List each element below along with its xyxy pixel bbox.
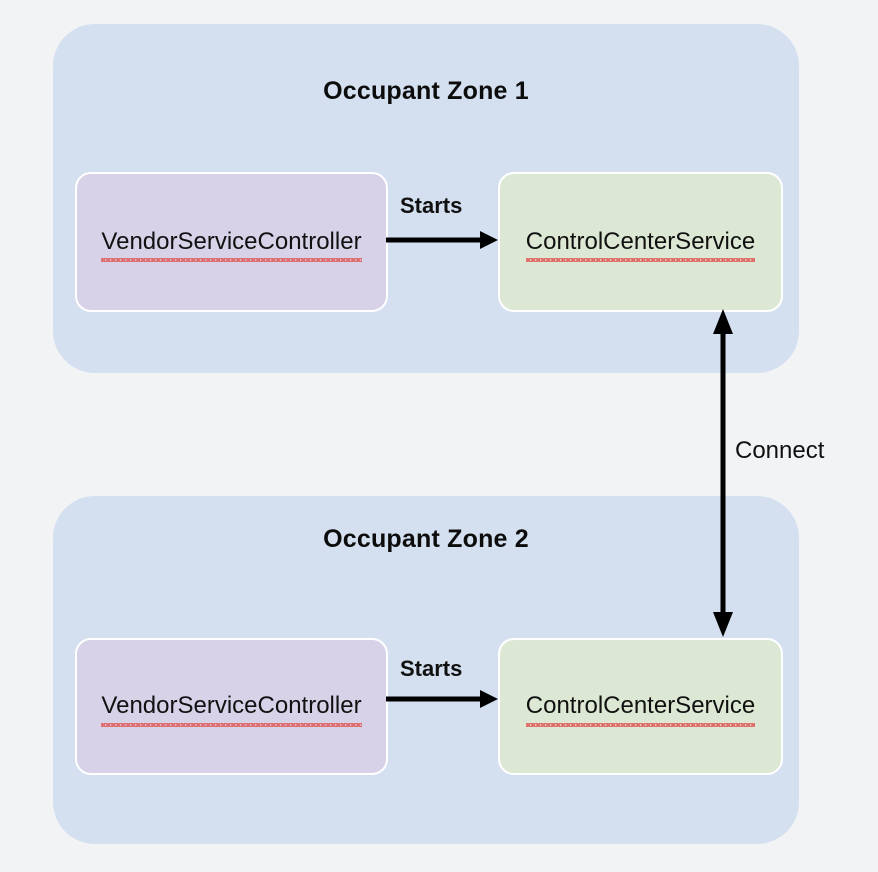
edge-label-starts-zone-2: Starts: [400, 656, 463, 681]
edge-label-connect: Connect: [735, 437, 825, 464]
node-label: VendorServiceController: [101, 692, 362, 728]
node-label: VendorServiceController: [101, 227, 362, 263]
node-label: ControlCenterService: [525, 692, 756, 728]
node-control-center-service-zone-2[interactable]: ControlCenterService: [498, 638, 783, 775]
node-control-center-service-zone-1[interactable]: ControlCenterService: [498, 172, 783, 312]
node-label: ControlCenterService: [525, 227, 756, 263]
node-vendor-service-controller-zone-1[interactable]: VendorServiceController: [75, 172, 388, 312]
zone-1-title: Occupant Zone 1: [323, 77, 529, 105]
edge-label-starts-zone-1: Starts: [400, 193, 463, 218]
zone-2-title: Occupant Zone 2: [323, 525, 529, 553]
node-vendor-service-controller-zone-2[interactable]: VendorServiceController: [75, 638, 388, 775]
